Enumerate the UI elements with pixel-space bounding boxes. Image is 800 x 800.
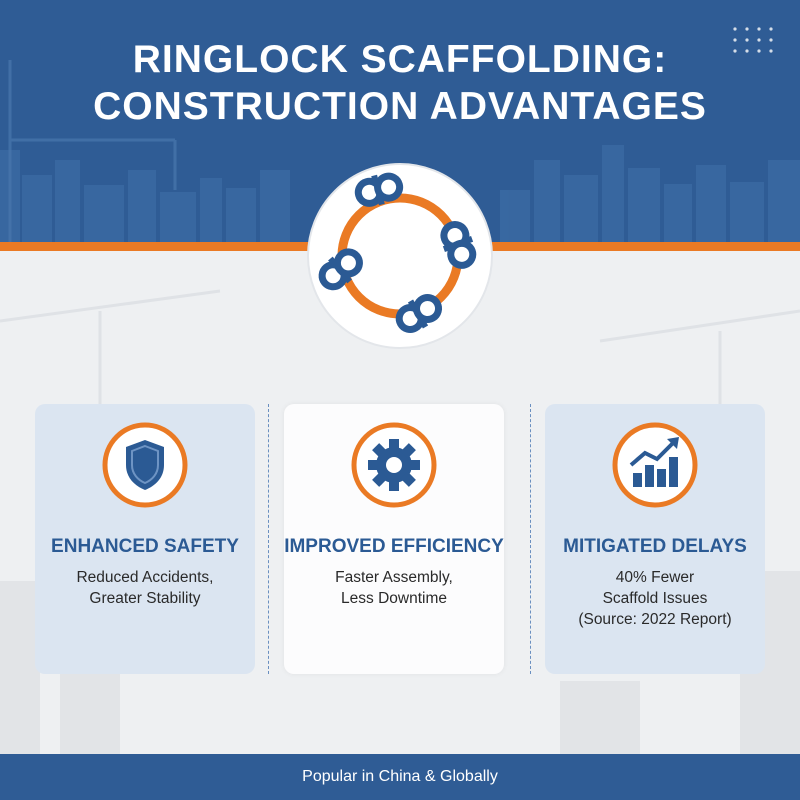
card-description-line: Less Downtime	[341, 590, 447, 607]
card-title: MITIGATED DELAYS	[563, 536, 747, 557]
card-title: IMPROVED EFFICIENCY	[284, 536, 504, 557]
gear-icon	[351, 422, 437, 508]
page-title: RINGLOCK SCAFFOLDING: CONSTRUCTION ADVAN…	[0, 36, 800, 130]
card-description-line: Greater Stability	[89, 590, 201, 607]
construction-silhouette-background	[0, 289, 800, 754]
card-title: ENHANCED SAFETY	[51, 536, 239, 557]
card-description-line: Reduced Accidents,	[76, 569, 214, 586]
title-line-1: RINGLOCK SCAFFOLDING:	[132, 38, 668, 81]
card-description-line: Faster Assembly,	[335, 569, 453, 586]
card-description: Faster Assembly, Less Downtime	[284, 567, 504, 609]
card-description-line: (Source: 2022 Report)	[578, 611, 732, 628]
card-description: 40% Fewer Scaffold Issues (Source: 2022 …	[545, 567, 765, 630]
card-divider	[530, 404, 531, 674]
ringlock-emblem	[307, 163, 493, 349]
city-skyline-background	[0, 60, 800, 243]
feature-card-safety: ENHANCED SAFETY Reduced Accidents, Great…	[35, 404, 255, 674]
growth-chart-icon	[612, 422, 698, 508]
decorative-dots	[733, 27, 773, 53]
shield-icon	[102, 422, 188, 508]
footer-bar: Popular in China & Globally	[0, 754, 800, 800]
card-description-line: Scaffold Issues	[602, 590, 708, 607]
card-divider	[268, 404, 269, 674]
card-description: Reduced Accidents, Greater Stability	[35, 567, 255, 609]
coupler-icon	[318, 172, 477, 333]
footer-text: Popular in China & Globally	[302, 768, 498, 785]
title-line-2: CONSTRUCTION ADVANTAGES	[93, 85, 707, 128]
feature-card-delays: MITIGATED DELAYS 40% Fewer Scaffold Issu…	[545, 404, 765, 674]
card-description-line: 40% Fewer	[615, 569, 695, 586]
feature-card-efficiency: IMPROVED EFFICIENCY Faster Assembly, Les…	[284, 404, 504, 674]
